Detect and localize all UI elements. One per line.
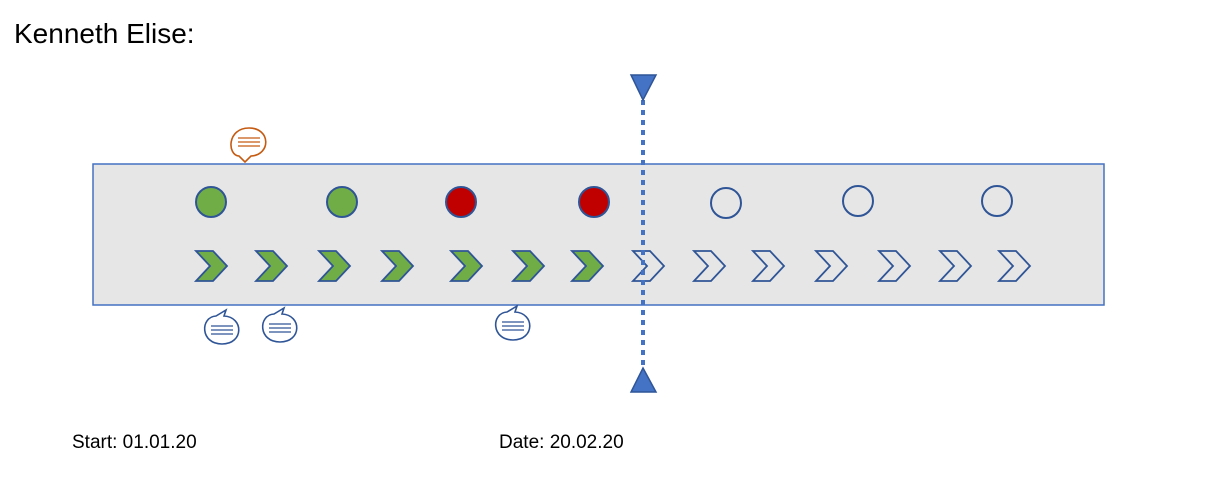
speech-bubble-icon (261, 306, 298, 343)
status-dots (195, 185, 1013, 219)
speech-bubble-icon (494, 304, 531, 341)
chevron-filled (316, 250, 352, 282)
status-dot-red (445, 186, 477, 218)
current-date-label: Date: 20.02.20 (499, 432, 624, 453)
status-dot-empty (842, 185, 874, 217)
chevron-filled (448, 250, 484, 282)
comment-icons (203, 127, 531, 345)
chevron-outline (813, 250, 849, 282)
start-date-label: Start: 01.01.20 (72, 432, 197, 453)
chevron-filled (379, 250, 415, 282)
diagram-title: Kenneth Elise: (14, 18, 195, 49)
chevron-filled (510, 250, 546, 282)
status-dot-red (578, 186, 610, 218)
chevron-filled (193, 250, 229, 282)
triangle-up-icon (629, 366, 658, 393)
status-dot-empty (710, 187, 742, 219)
speech-bubble-icon (203, 308, 240, 345)
chevron-outline (876, 250, 912, 282)
chevron-outline (750, 250, 786, 282)
progress-chevrons (193, 250, 1032, 282)
chevron-outline (691, 250, 727, 282)
status-dot-green (326, 186, 358, 218)
chevron-filled (569, 250, 605, 282)
timeline-panel (92, 163, 1105, 306)
chevron-outline (937, 250, 973, 282)
speech-bubble-icon (230, 127, 267, 164)
triangle-down-icon (629, 74, 658, 102)
status-dot-empty (981, 185, 1013, 217)
chevron-outline (996, 250, 1032, 282)
chevron-filled (253, 250, 289, 282)
status-dot-green (195, 186, 227, 218)
chevron-outline (630, 250, 666, 282)
